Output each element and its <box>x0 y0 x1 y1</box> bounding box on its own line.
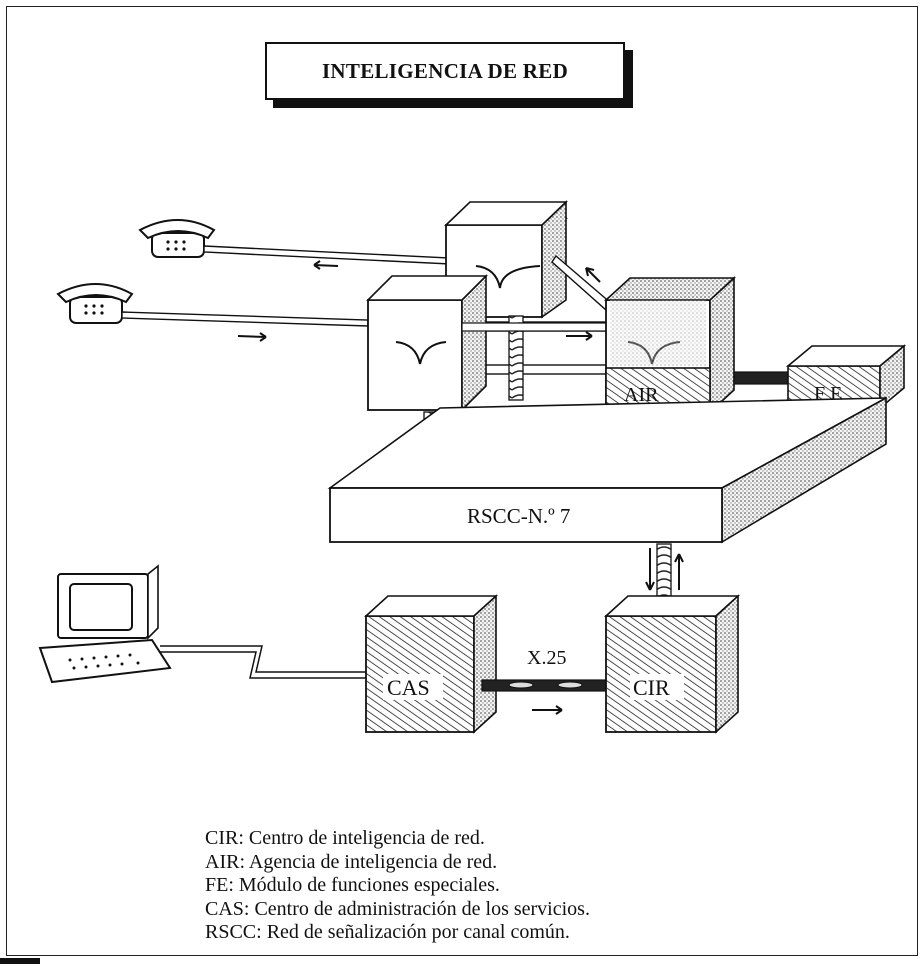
arrow-icon <box>532 705 563 715</box>
arrow-icon <box>566 331 593 341</box>
rscc-label: RSCC-N.º 7 <box>467 504 570 528</box>
legend-item-cir: CIR: Centro de inteligencia de red. <box>205 827 485 849</box>
switch-node-back <box>444 200 568 319</box>
switch-cross-icon <box>395 341 447 365</box>
arrow-icon <box>645 548 684 591</box>
legend-item-fe: FE: Módulo de funciones especiales. <box>205 874 500 896</box>
rscc-platform <box>327 396 887 544</box>
figure-frame <box>6 6 918 956</box>
trunk-tube <box>461 322 611 332</box>
fe-link <box>733 371 791 385</box>
arrow-icon <box>237 332 267 342</box>
x25-link-marker <box>508 681 534 689</box>
air-label: AIR <box>624 384 659 406</box>
signaling-link <box>508 315 524 401</box>
signaling-link <box>656 543 672 597</box>
cir-label: CIR <box>633 675 670 700</box>
corner-mark <box>0 958 40 964</box>
legend: CIR: Centro de inteligencia de red. AIR:… <box>205 827 590 945</box>
x25-link-marker <box>557 681 583 689</box>
legend-item-cas: CAS: Centro de administración de los ser… <box>205 897 590 920</box>
telephone-icon <box>138 219 216 258</box>
phone-line-2 <box>121 311 369 327</box>
arrow-icon <box>313 260 339 270</box>
cas-box <box>363 594 499 734</box>
terminal-line <box>160 651 368 679</box>
computer-terminal-icon <box>38 564 172 684</box>
telephone-icon <box>56 283 134 324</box>
x25-label: X.25 <box>527 647 566 669</box>
legend-item-rscc: RSCC: Red de señalización por canal comú… <box>205 921 570 943</box>
arrow-icon <box>585 267 601 283</box>
cas-label: CAS <box>387 675 430 700</box>
phone-line-1 <box>203 245 451 265</box>
switch-node-left <box>366 274 488 412</box>
x25-link <box>481 679 611 692</box>
terminal-line <box>160 645 368 673</box>
cir-box <box>603 594 741 734</box>
legend-item-air: AIR: Agencia de inteligencia de red. <box>205 850 498 873</box>
diagram-title: INTELIGENCIA DE RED <box>265 42 625 100</box>
